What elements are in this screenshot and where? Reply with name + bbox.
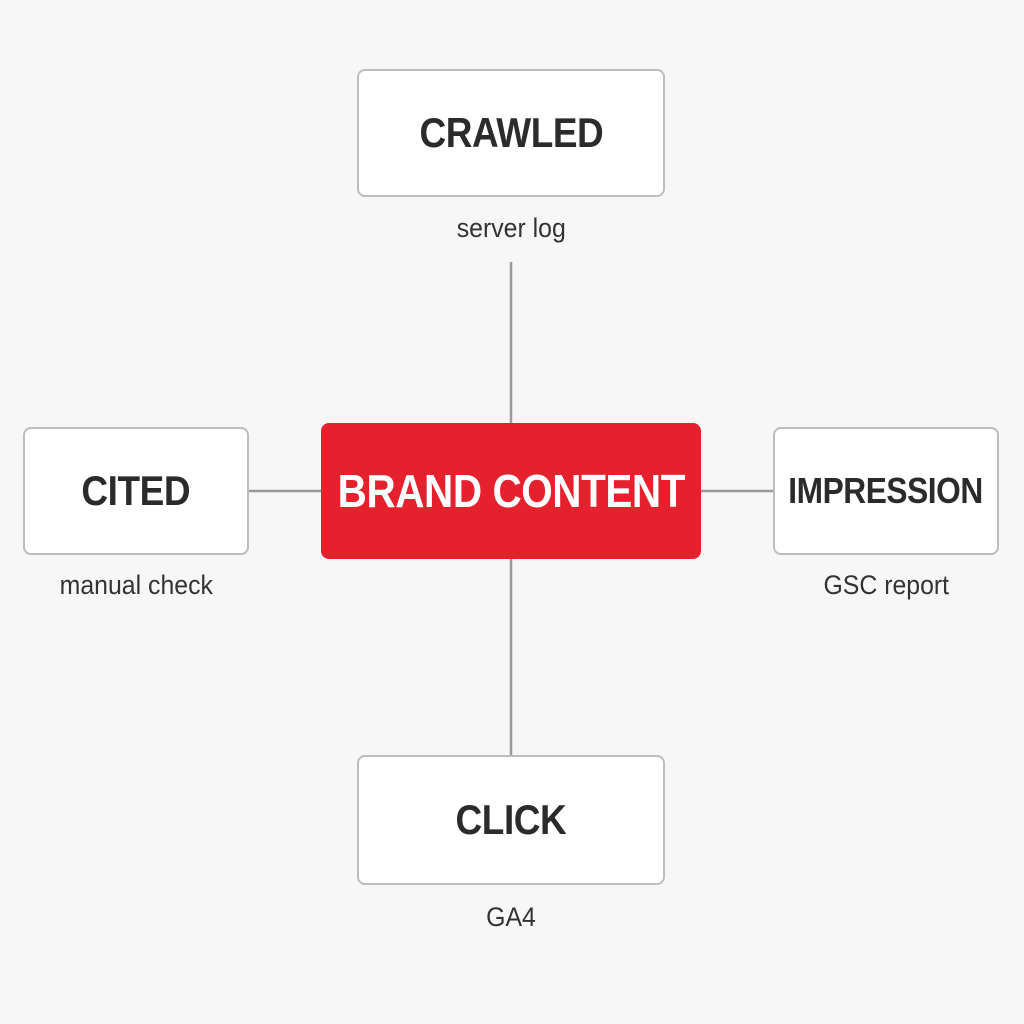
cited-label: CITED <box>81 467 191 514</box>
crawled-caption: server log <box>357 213 665 244</box>
impression-caption: GSC report <box>773 570 999 601</box>
impression-node: IMPRESSION <box>773 427 999 555</box>
impression-caption-text: GSC report <box>823 570 949 600</box>
impression-label: IMPRESSION <box>788 470 984 511</box>
click-label: CLICK <box>455 796 567 843</box>
cited-caption-text: manual check <box>59 570 213 600</box>
click-caption-text: GA4 <box>486 902 536 932</box>
brand-content-node: BRAND CONTENT <box>321 423 701 559</box>
cited-caption: manual check <box>23 570 249 601</box>
click-node: CLICK <box>357 755 665 885</box>
crawled-label: CRAWLED <box>419 109 603 156</box>
crawled-node: CRAWLED <box>357 69 665 197</box>
brand-content-label: BRAND CONTENT <box>337 465 685 517</box>
click-caption: GA4 <box>357 902 665 933</box>
cited-node: CITED <box>23 427 249 555</box>
crawled-caption-text: server log <box>456 213 566 243</box>
